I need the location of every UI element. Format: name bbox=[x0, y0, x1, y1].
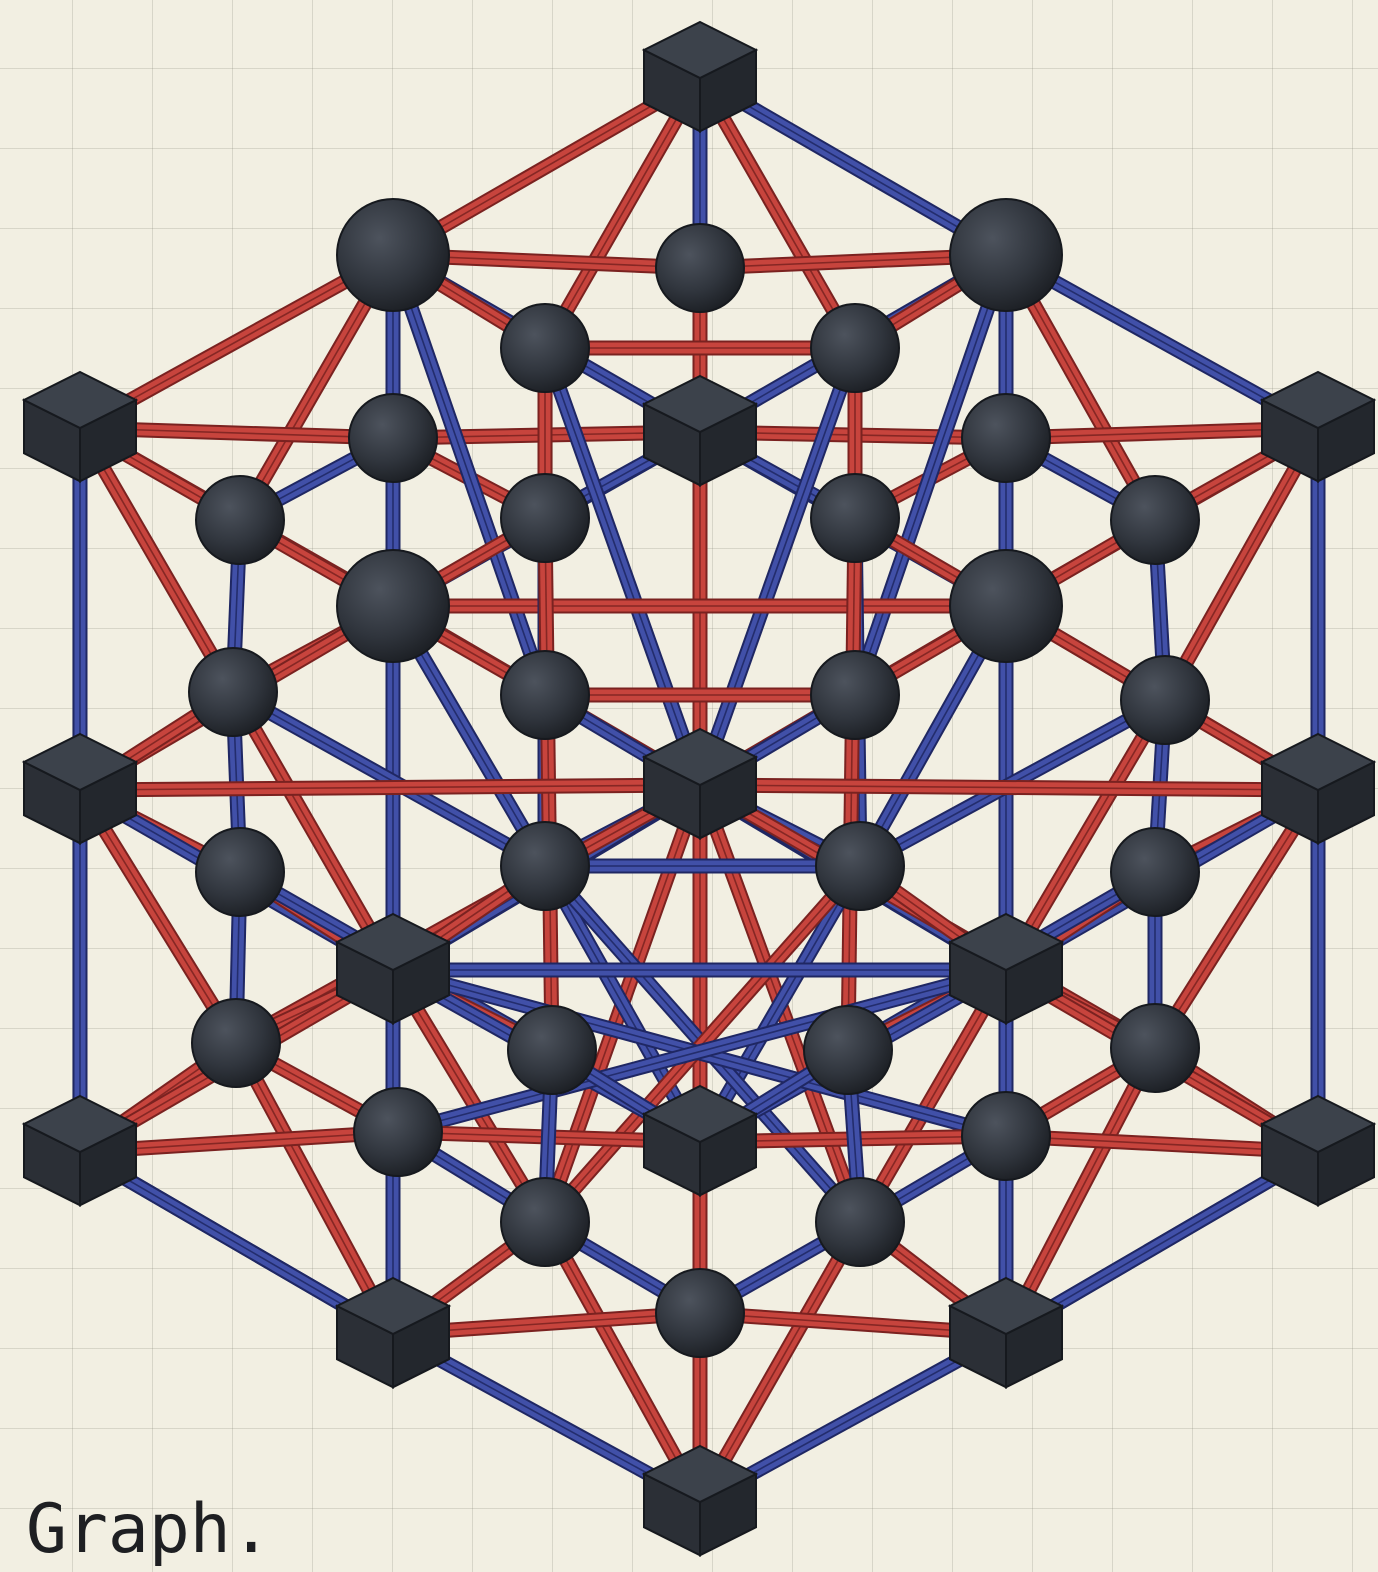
sphere-node-sA7 bbox=[501, 822, 589, 910]
cube-node-cLL bbox=[24, 1096, 136, 1205]
sphere-node-sA2 bbox=[811, 304, 899, 392]
sphere-node-sUR bbox=[950, 199, 1062, 311]
cube-node-cCtrTop bbox=[644, 376, 756, 485]
sphere-node-sA3 bbox=[501, 474, 589, 562]
sphere-node-sL2 bbox=[196, 476, 284, 564]
sphere-node-sUL bbox=[337, 199, 449, 311]
cube-node-cCenter bbox=[644, 729, 756, 838]
sphere-node-sB3 bbox=[656, 1269, 744, 1357]
sphere-node-sB2 bbox=[816, 1178, 904, 1266]
sphere-node-sR4 bbox=[1111, 828, 1199, 916]
sphere-node-sB1 bbox=[501, 1178, 589, 1266]
sphere-node-sA6 bbox=[811, 651, 899, 739]
sphere-node-sA1 bbox=[501, 304, 589, 392]
cube-node-cBR bbox=[950, 1278, 1062, 1387]
sphere-node-sA10 bbox=[804, 1006, 892, 1094]
cube-node-cTop bbox=[644, 22, 756, 131]
sphere-node-sML bbox=[337, 550, 449, 662]
sphere-node-sR5 bbox=[1111, 1004, 1199, 1092]
red-edge-cCenter-cMR bbox=[700, 785, 1318, 790]
sphere-node-sA4 bbox=[811, 474, 899, 562]
sphere-node-sTC bbox=[656, 224, 744, 312]
sphere-node-sA8 bbox=[816, 822, 904, 910]
sphere-node-sL6 bbox=[354, 1088, 442, 1176]
sphere-node-sA9 bbox=[508, 1006, 596, 1094]
sphere-node-sR6 bbox=[962, 1092, 1050, 1180]
cube-node-cUR bbox=[1262, 372, 1374, 481]
sphere-node-sL3 bbox=[189, 648, 277, 736]
cube-node-cMR bbox=[1262, 734, 1374, 843]
sphere-node-sA5 bbox=[501, 651, 589, 739]
sphere-node-sMR bbox=[950, 550, 1062, 662]
sphere-node-sL4 bbox=[196, 828, 284, 916]
sphere-node-sR1 bbox=[962, 394, 1050, 482]
red-edge-cML-cCenter bbox=[80, 785, 700, 790]
cube-node-cBL bbox=[337, 1278, 449, 1387]
cube-node-cML bbox=[24, 734, 136, 843]
cube-node-cLR bbox=[1262, 1096, 1374, 1205]
caption-text: Graph. bbox=[26, 1490, 272, 1570]
sphere-node-sL5 bbox=[192, 999, 280, 1087]
sphere-node-sR3 bbox=[1121, 656, 1209, 744]
sphere-node-sL1 bbox=[349, 394, 437, 482]
cube-node-cBottom bbox=[644, 1446, 756, 1555]
sphere-node-sR2 bbox=[1111, 476, 1199, 564]
cube-node-cUL bbox=[24, 372, 136, 481]
